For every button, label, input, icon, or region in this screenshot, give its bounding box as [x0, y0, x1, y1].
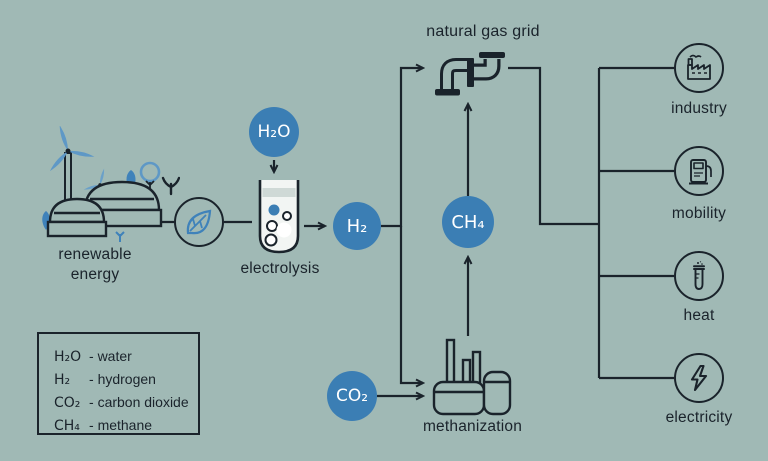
fuel-pump-icon	[689, 159, 712, 185]
heat-label: heat	[683, 307, 715, 324]
renewable-energy-illustration	[42, 126, 180, 242]
industry-label: industry	[671, 100, 727, 117]
legend: H₂O- water H₂- hydrogen CO₂- carbon diox…	[37, 332, 200, 435]
mobility-label: mobility	[671, 205, 727, 222]
line-grid-to-trunk	[508, 66, 599, 226]
legend-row-h2o: H₂O- water	[54, 345, 198, 368]
legend-dash: -	[89, 371, 94, 387]
green-energy-node	[174, 197, 224, 247]
legend-row-h2: H₂ - hydrogen	[54, 368, 198, 391]
methanization-label: methanization	[422, 418, 523, 435]
legend-formula-ch4: CH₄	[54, 418, 80, 434]
heat-node	[674, 251, 724, 301]
factory-icon	[687, 54, 711, 80]
legend-formula-h2: H₂	[54, 372, 71, 388]
electrolysis-label: electrolysis	[240, 260, 320, 277]
ch4-node: CH₄	[442, 196, 494, 248]
methanization-plant-icon	[432, 338, 512, 416]
legend-row-co2: CO₂- carbon dioxide	[54, 391, 198, 414]
legend-dash: -	[89, 348, 94, 364]
leaf-icon	[186, 209, 212, 235]
biogas-domes-icon	[46, 180, 163, 238]
blue-sprout-icon	[115, 231, 125, 242]
industry-node	[674, 43, 724, 93]
co2-node: CO₂	[327, 371, 377, 421]
legend-name-methane: methane	[97, 417, 153, 433]
legend-name-carbon-dioxide: carbon dioxide	[97, 394, 189, 410]
renewable-energy-label-line1: renewable	[58, 246, 132, 263]
natural-gas-grid-label: natural gas grid	[426, 23, 540, 40]
sprout-icon	[161, 176, 180, 196]
electricity-label: electricity	[665, 409, 733, 426]
h2-node: H₂	[333, 202, 381, 250]
arrow-h2-to-grid	[381, 68, 423, 228]
arrow-h2-to-methanization	[399, 226, 423, 383]
ch4-label: CH₄	[451, 211, 485, 233]
legend-name-water: water	[97, 348, 132, 364]
gas-pipe-icon	[435, 52, 505, 96]
h2o-node: H₂O	[249, 107, 299, 157]
heater-tube-icon	[693, 261, 705, 290]
legend-dash: -	[89, 417, 94, 433]
legend-formula-h2o: H₂O	[54, 349, 82, 365]
lightning-icon	[690, 364, 708, 392]
electrolysis-beaker-icon	[258, 180, 300, 254]
renewable-energy-label-line2: energy	[70, 266, 120, 283]
h2-label: H₂	[346, 215, 368, 237]
legend-row-ch4: CH₄- methane	[54, 414, 198, 437]
legend-dash: -	[89, 394, 94, 410]
legend-name-hydrogen: hydrogen	[97, 371, 156, 387]
legend-formula-co2: CO₂	[54, 395, 81, 411]
mobility-node	[674, 146, 724, 196]
co2-label: CO₂	[335, 386, 369, 406]
electricity-node	[674, 353, 724, 403]
h2o-label: H₂O	[257, 122, 291, 142]
renewable-energy-label: renewable energy	[30, 245, 160, 285]
